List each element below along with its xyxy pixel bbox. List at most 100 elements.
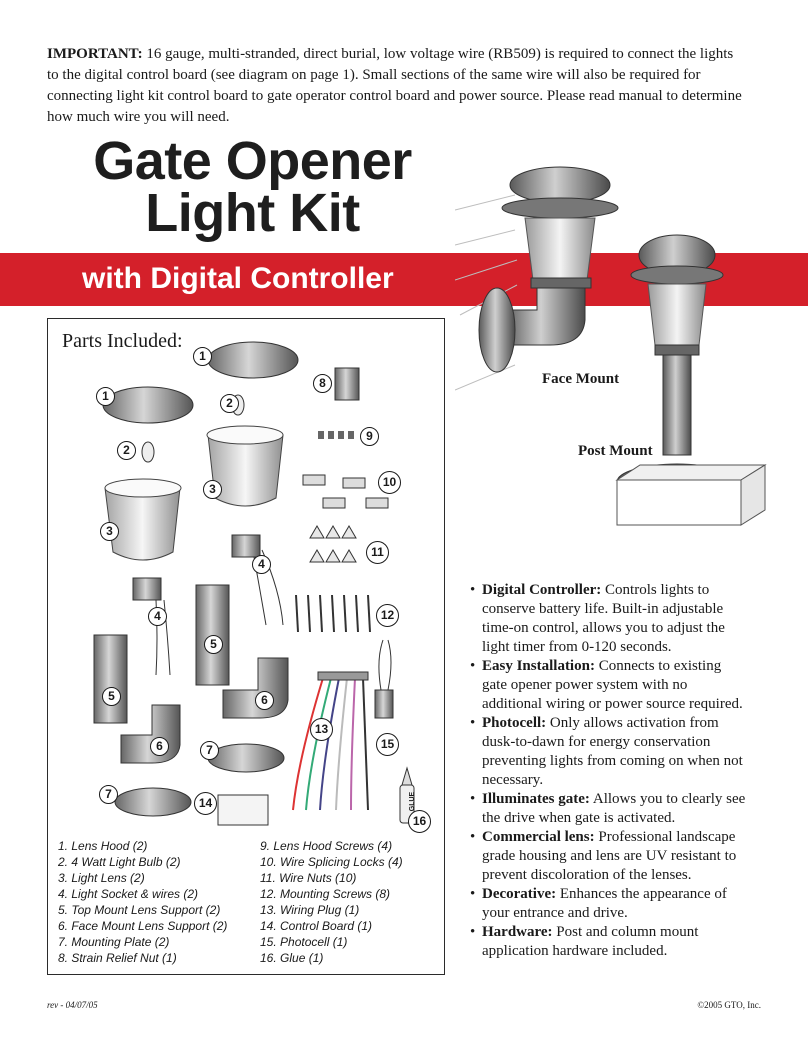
feature-text: Connects to existing gate opener power s… bbox=[482, 658, 743, 712]
parts-list-item: 8. Strain Relief Nut (1) bbox=[58, 951, 177, 965]
feature-item: Commercial lens: Professional landscape … bbox=[470, 828, 748, 885]
revision-date: rev - 04/07/05 bbox=[47, 1000, 98, 1010]
feature-item: Digital Controller: Controls lights to c… bbox=[470, 581, 748, 657]
callout-2a: 2 bbox=[117, 441, 136, 460]
mounting-screws-part bbox=[295, 594, 371, 633]
parts-list-col1: 1. Lens Hood (2) 2. 4 Watt Light Bulb (2… bbox=[58, 838, 227, 966]
face-mount-support-part bbox=[222, 657, 289, 719]
mounting-plate-part bbox=[207, 743, 285, 773]
title-line-1: Gate Opener bbox=[93, 131, 412, 191]
light-bulb-part bbox=[141, 441, 155, 463]
callout-5b: 5 bbox=[102, 687, 121, 706]
parts-list-item: 9. Lens Hood Screws (4) bbox=[260, 839, 393, 853]
parts-list-item: 16. Glue (1) bbox=[260, 951, 324, 965]
lens-hood-part bbox=[207, 341, 299, 379]
parts-list-item: 15. Photocell (1) bbox=[260, 935, 348, 949]
callout-6b: 6 bbox=[150, 737, 169, 756]
feature-text: Controls lights to conserve battery life… bbox=[482, 582, 725, 655]
banner-subtitle: with Digital Controller bbox=[82, 262, 394, 295]
parts-list-item: 13. Wiring Plug (1) bbox=[260, 903, 360, 917]
top-mount-support-part bbox=[93, 634, 128, 724]
light-lens-part bbox=[104, 487, 181, 561]
callout-6a: 6 bbox=[255, 691, 274, 710]
callout-9: 9 bbox=[360, 427, 379, 446]
strain-relief-nut-part bbox=[334, 367, 360, 401]
feature-title: Decorative: bbox=[482, 886, 557, 902]
photocell-part bbox=[374, 689, 394, 719]
important-text: 16 gauge, multi-stranded, direct burial,… bbox=[47, 46, 742, 125]
post-mount-lamp bbox=[615, 234, 767, 526]
parts-illustration bbox=[93, 341, 415, 826]
parts-list-item: 2. 4 Watt Light Bulb (2) bbox=[58, 855, 181, 869]
feature-item: Easy Installation: Connects to existing … bbox=[470, 657, 748, 714]
parts-list-item: 7. Mounting Plate (2) bbox=[58, 935, 170, 949]
important-label: IMPORTANT: bbox=[47, 46, 143, 62]
wire-splicing-locks-part bbox=[302, 474, 389, 509]
callout-3b: 3 bbox=[100, 522, 119, 541]
parts-list-item: 3. Light Lens (2) bbox=[58, 871, 145, 885]
title-line-2: Light Kit bbox=[145, 183, 360, 243]
feature-title: Illuminates gate: bbox=[482, 791, 590, 807]
callout-12: 12 bbox=[376, 604, 399, 627]
parts-list-item: 4. Light Socket & wires (2) bbox=[58, 887, 199, 901]
callout-16: 16 bbox=[408, 810, 431, 833]
lens-hood-part bbox=[102, 386, 194, 424]
callout-15: 15 bbox=[376, 733, 399, 756]
callout-8: 8 bbox=[313, 374, 332, 393]
features-list: Digital Controller: Controls lights to c… bbox=[470, 581, 748, 961]
callout-1a: 1 bbox=[96, 387, 115, 406]
feature-title: Photocell: bbox=[482, 715, 547, 731]
feature-text: Professional landscape grade housing and… bbox=[482, 829, 737, 883]
post-mount-label: Post Mount bbox=[578, 443, 653, 459]
callout-1b: 1 bbox=[193, 347, 212, 366]
callout-10: 10 bbox=[378, 471, 401, 494]
callout-7b: 7 bbox=[99, 785, 118, 804]
callout-3a: 3 bbox=[203, 480, 222, 499]
feature-text: Post and column mount application hardwa… bbox=[482, 924, 699, 959]
callout-13: 13 bbox=[310, 718, 333, 741]
face-mount-lamp bbox=[478, 166, 619, 373]
parts-heading: Parts Included: bbox=[62, 330, 183, 352]
parts-list-col2: 9. Lens Hood Screws (4) 10. Wire Splicin… bbox=[260, 838, 403, 966]
parts-list-item: 5. Top Mount Lens Support (2) bbox=[58, 903, 221, 917]
feature-text: Enhances the appearance of your entrance… bbox=[482, 886, 727, 921]
copyright-notice: ©2005 GTO, Inc. bbox=[697, 1000, 761, 1010]
feature-text: Only allows activation from dusk-to-dawn… bbox=[482, 715, 743, 788]
lens-hood-screws-part bbox=[318, 431, 354, 439]
callout-7a: 7 bbox=[200, 741, 219, 760]
callout-4b: 4 bbox=[148, 607, 167, 626]
feature-item: Decorative: Enhances the appearance of y… bbox=[470, 885, 748, 923]
feature-text: Allows you to clearly see the drive when… bbox=[482, 791, 746, 826]
callout-11: 11 bbox=[366, 541, 389, 564]
callout-5a: 5 bbox=[204, 635, 223, 654]
parts-panel bbox=[47, 318, 445, 975]
parts-list-item: 10. Wire Splicing Locks (4) bbox=[260, 855, 403, 869]
face-mount-support-part bbox=[120, 704, 181, 764]
glue-bottle-label: GLUE bbox=[409, 791, 417, 812]
wiring-plug-part bbox=[292, 671, 369, 811]
feature-title: Commercial lens: bbox=[482, 829, 595, 845]
face-mount-label: Face Mount bbox=[542, 371, 620, 387]
light-lens-part bbox=[207, 434, 284, 507]
callout-4a: 4 bbox=[252, 555, 271, 574]
parts-list-item: 14. Control Board (1) bbox=[260, 919, 373, 933]
parts-list-item: 6. Face Mount Lens Support (2) bbox=[58, 919, 228, 933]
wire-nuts-part bbox=[309, 525, 357, 563]
important-notice: IMPORTANT: 16 gauge, multi-stranded, dir… bbox=[47, 44, 747, 128]
feature-item: Hardware: Post and column mount applicat… bbox=[470, 923, 748, 961]
feature-item: Illuminates gate: Allows you to clearly … bbox=[470, 790, 748, 828]
socket-part bbox=[132, 577, 162, 601]
lamp-illustration bbox=[455, 166, 767, 526]
callout-14: 14 bbox=[194, 792, 217, 815]
callout-2b: 2 bbox=[220, 394, 239, 413]
parts-list-item: 12. Mounting Screws (8) bbox=[260, 887, 391, 901]
parts-list-item: 1. Lens Hood (2) bbox=[58, 839, 148, 853]
parts-list-item: 11. Wire Nuts (10) bbox=[260, 871, 357, 885]
feature-title: Hardware: bbox=[482, 924, 553, 940]
mounting-plate-part bbox=[114, 787, 192, 817]
feature-title: Easy Installation: bbox=[482, 658, 595, 674]
feature-title: Digital Controller: bbox=[482, 582, 602, 598]
socket-part bbox=[231, 534, 261, 558]
control-board-part bbox=[217, 794, 269, 826]
